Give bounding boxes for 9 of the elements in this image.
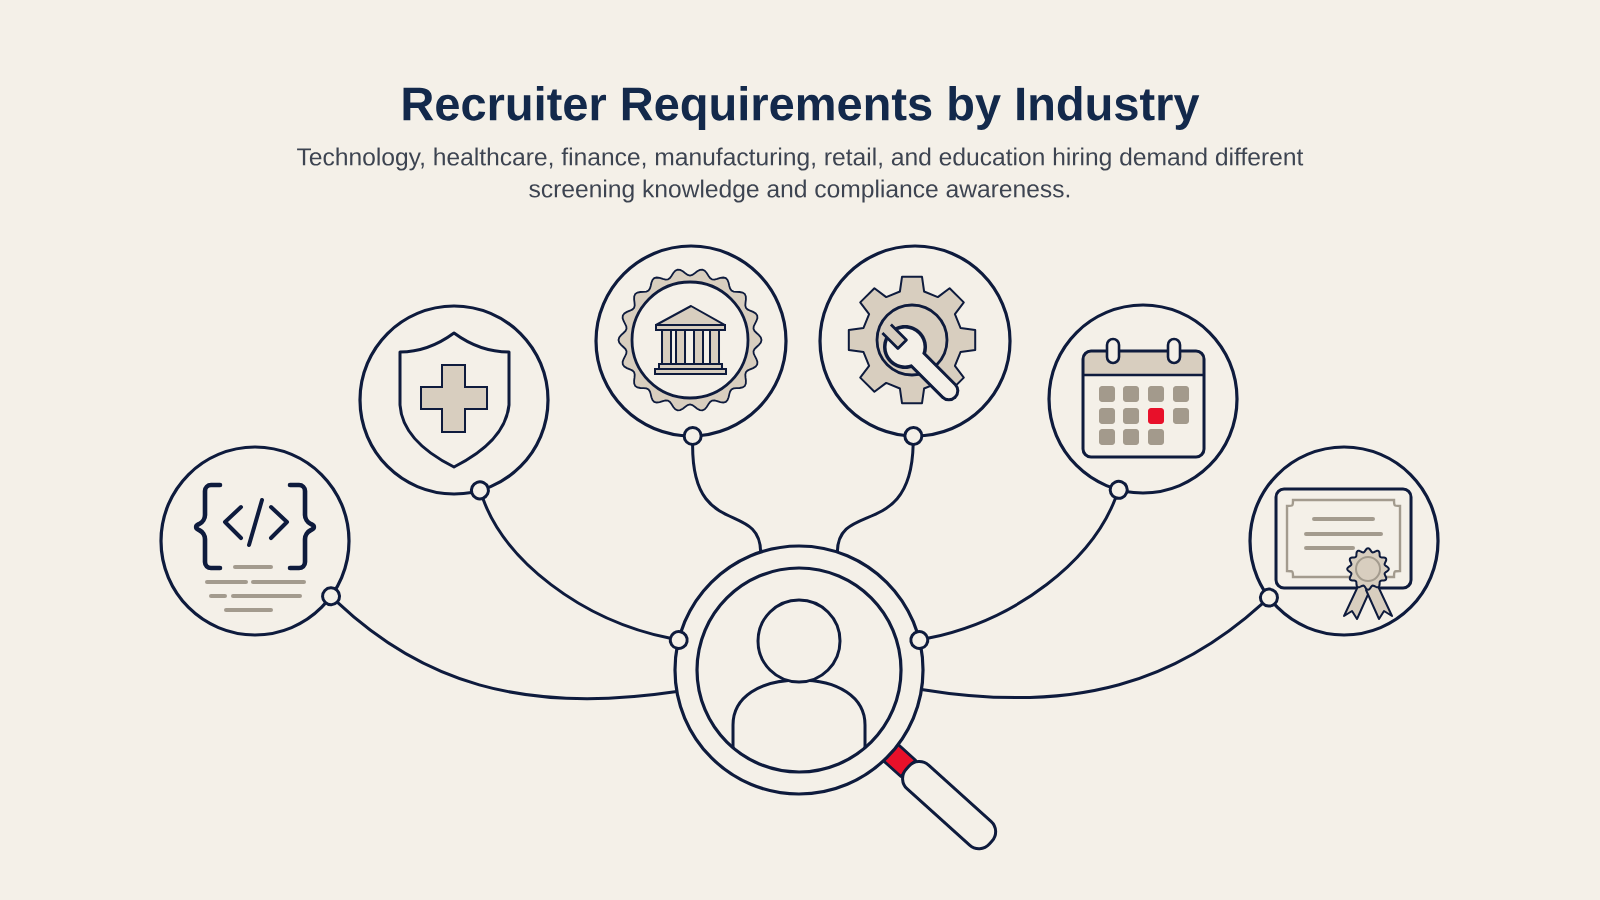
- title: Recruiter Requirements by Industry: [403, 86, 1200, 130]
- icon-circle: [159, 445, 351, 637]
- connector-line: [835, 426, 924, 553]
- connector-line: [469, 480, 689, 650]
- connector-line: [682, 426, 763, 553]
- connector-line: [909, 479, 1129, 650]
- connector-line: [321, 586, 678, 700]
- connector-line: [921, 587, 1279, 700]
- subtitle: Technology, healthcare, finance, manufacturing, retail, and education hiring demand different screening knowledge and compliance awareness.: [297, 147, 1304, 203]
